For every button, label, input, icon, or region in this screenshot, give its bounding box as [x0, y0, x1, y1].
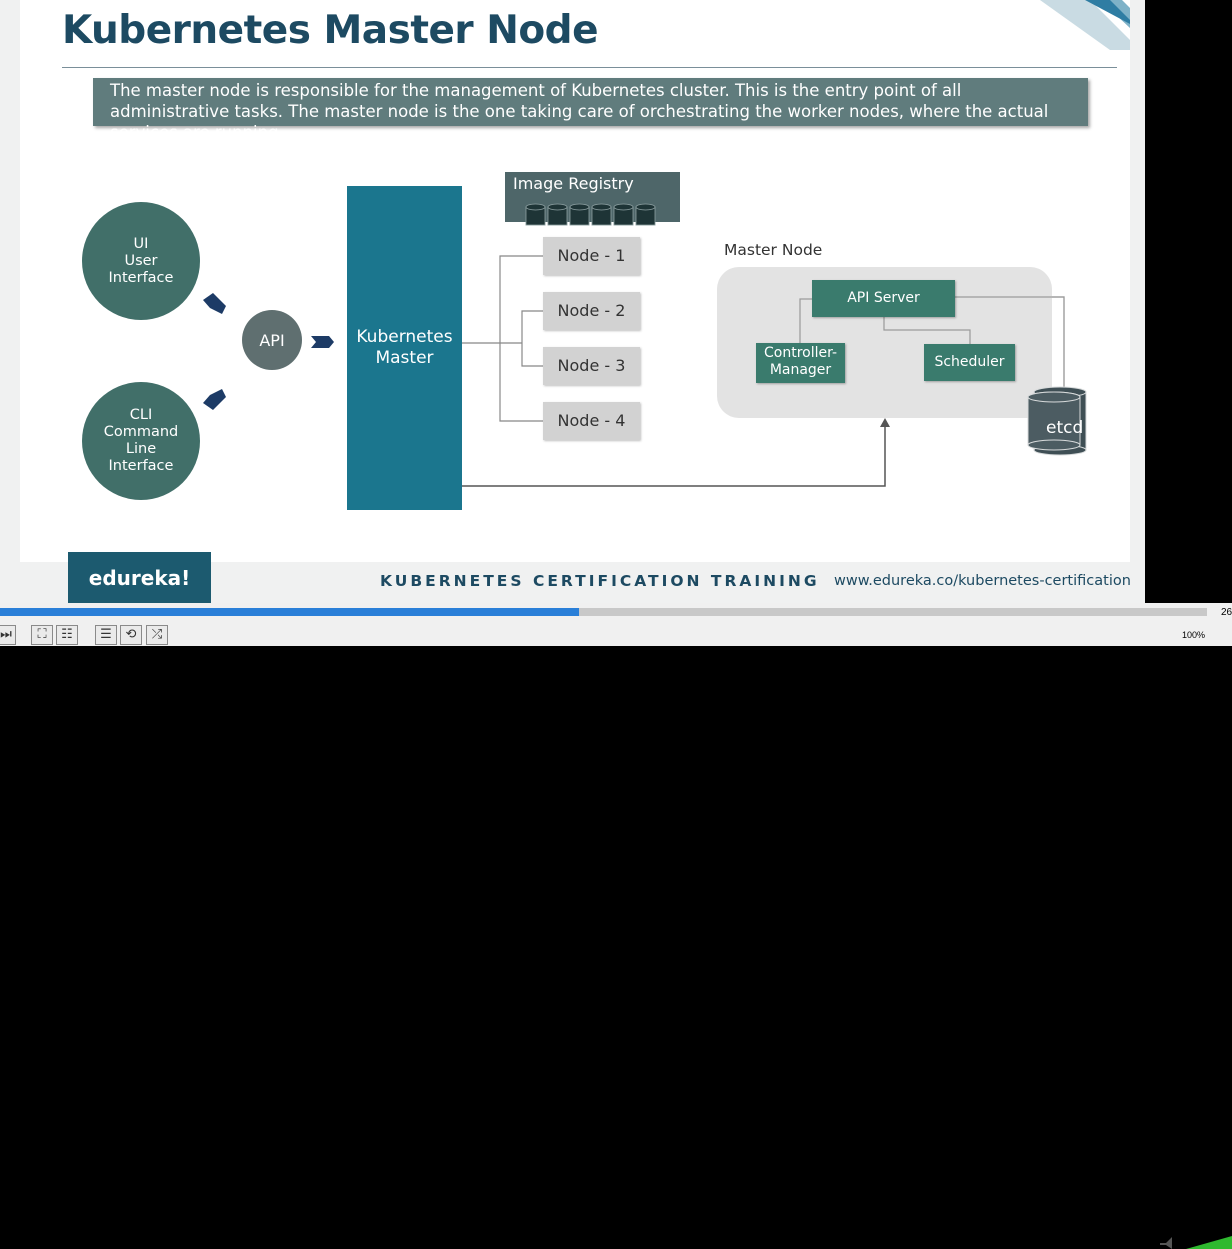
fullscreen-button[interactable]: ⛶: [31, 625, 53, 645]
playlist-button[interactable]: ☰: [95, 625, 117, 645]
description-text: The master node is responsible for the m…: [110, 81, 1049, 142]
next-frame-button[interactable]: ⏭: [0, 625, 16, 645]
extended-settings-button[interactable]: ☷: [56, 625, 78, 645]
slide: Kubernetes Master Node The master node i…: [0, 0, 1145, 603]
footer-url: www.edureka.co/kubernetes-certification: [834, 573, 1131, 589]
media-player-controls: 26 ⏭ ⛶ ☷ ☰ ⟲ ⤮ 100%: [0, 603, 1232, 1249]
edureka-logo: edureka!: [68, 552, 211, 603]
edureka-logo-text: edureka!: [88, 566, 191, 590]
title-divider: [62, 67, 1117, 68]
api-to-master-arrow: [311, 336, 334, 348]
volume-slider[interactable]: [1158, 1233, 1232, 1249]
image-registry: Image Registry: [505, 172, 680, 222]
description-box: The master node is responsible for the m…: [93, 78, 1088, 142]
api-circle: API: [242, 310, 302, 370]
api-circle-label: API: [259, 330, 285, 350]
controller-manager-box: Controller- Manager: [756, 343, 845, 383]
scheduler-box: Scheduler: [924, 344, 1015, 381]
etcd-label: etcd: [1046, 418, 1084, 438]
node-3-box: Node - 3: [543, 347, 640, 385]
cli-to-api-arrow: [203, 389, 226, 410]
corner-decoration: [1040, 0, 1130, 50]
volume-label: 100%: [1182, 630, 1206, 640]
loop-button[interactable]: ⟲: [120, 625, 142, 645]
image-registry-label: Image Registry: [513, 174, 634, 193]
api-server-box: API Server: [812, 280, 955, 317]
cli-command-line-circle: CLI Command Line Interface: [82, 382, 200, 500]
ui-to-api-arrow: [203, 293, 226, 314]
node-1-box: Node - 1: [543, 237, 640, 275]
kubernetes-master-label: Kubernetes Master: [356, 327, 453, 368]
ui-circle-label: UI User Interface: [108, 235, 174, 286]
footer-course-title: KUBERNETES CERTIFICATION TRAINING: [380, 572, 820, 590]
progress-bar[interactable]: [0, 608, 1207, 616]
node-2-box: Node - 2: [543, 292, 640, 330]
cli-circle-label: CLI Command Line Interface: [103, 407, 179, 474]
speaker-icon: [1160, 1237, 1172, 1249]
time-label: 26: [1221, 607, 1232, 618]
ui-user-interface-circle: UI User Interface: [82, 202, 200, 320]
kubernetes-master-block: Kubernetes Master: [347, 186, 462, 510]
master-node-label: Master Node: [724, 241, 823, 259]
node-4-box: Node - 4: [543, 402, 640, 440]
progress-bar-fill: [0, 608, 580, 616]
page-title: Kubernetes Master Node: [62, 8, 599, 53]
shuffle-button[interactable]: ⤮: [146, 625, 168, 645]
volume-level-fill: [1186, 1236, 1232, 1249]
